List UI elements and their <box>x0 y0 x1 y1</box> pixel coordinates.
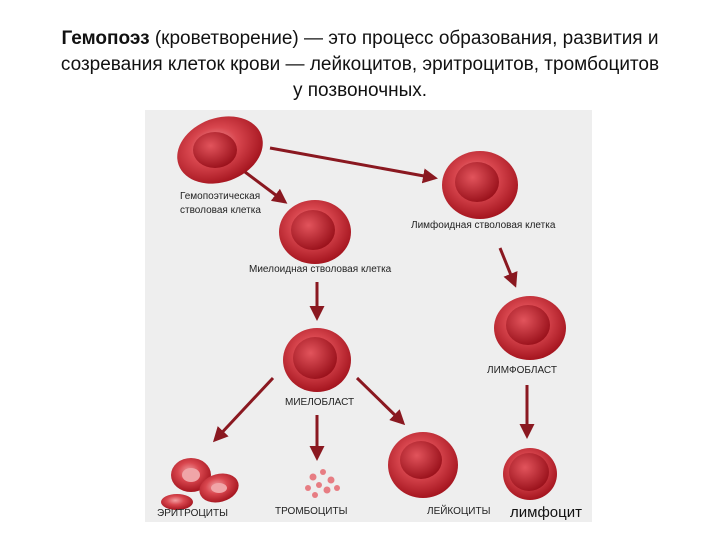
label-lymphoid: Лимфоидная стволовая клетка <box>411 220 555 231</box>
arrow-myeloblast-to-erythrocytes <box>215 378 273 440</box>
arrow-myeloblast-to-leukocytes <box>357 378 403 423</box>
myeloblast-cell <box>283 328 351 392</box>
thrombocytes-cells <box>305 469 340 498</box>
lymphoid-cell <box>442 151 518 219</box>
leukocyte-cell <box>388 432 458 498</box>
heading-line1: (кроветворение) — это процесс образовани… <box>150 28 659 49</box>
label-erythrocytes: ЭРИТРОЦИТЫ <box>157 508 228 519</box>
label-myeloid: Миелоидная стволовая клетка <box>249 264 391 275</box>
arrow-lymphoid-to-lymphoblast <box>500 248 515 285</box>
label-leukocytes: ЛЕЙКОЦИТЫ <box>427 506 490 517</box>
heading-line2: созревания клеток крови — лейкоцитов, эр… <box>20 52 700 78</box>
diagram-svg <box>145 110 592 522</box>
label-lymphocyte: лимфоцит <box>510 504 582 521</box>
heading: Гемопоэз (кроветворение) — это процесс о… <box>20 26 700 104</box>
lymphoblast-cell <box>494 296 566 360</box>
label-myeloblast: МИЕЛОБЛАСТ <box>285 397 354 408</box>
arrow-hsc-to-lymphoid <box>270 148 435 178</box>
lymphocyte-cell <box>503 448 557 500</box>
heading-line3: у позвоночных. <box>20 78 700 104</box>
erythrocytes-cells <box>161 458 242 510</box>
myeloid-cell <box>279 200 351 264</box>
label-hsc: Гемопоэтическая стволовая клетка <box>180 190 270 218</box>
heading-term: Гемопоэз <box>62 28 150 49</box>
label-lymphoblast: ЛИМФОБЛАСТ <box>487 365 557 376</box>
hematopoiesis-diagram: Гемопоэтическая стволовая клетка Лимфоид… <box>145 110 592 522</box>
label-thrombocytes: ТРОМБОЦИТЫ <box>275 506 347 517</box>
